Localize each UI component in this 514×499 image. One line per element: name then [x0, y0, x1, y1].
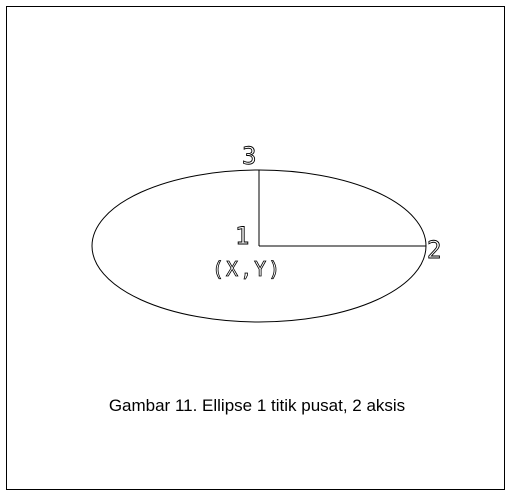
point-1-label: 1 [235, 222, 249, 250]
point-3-label: 3 [242, 142, 256, 170]
figure-frame [6, 6, 505, 490]
figure-caption: Gambar 11. Ellipse 1 titik pusat, 2 aksi… [108, 396, 406, 415]
center-coordinate-label: (X,Y) [212, 257, 282, 281]
point-2-label: 2 [427, 236, 441, 264]
